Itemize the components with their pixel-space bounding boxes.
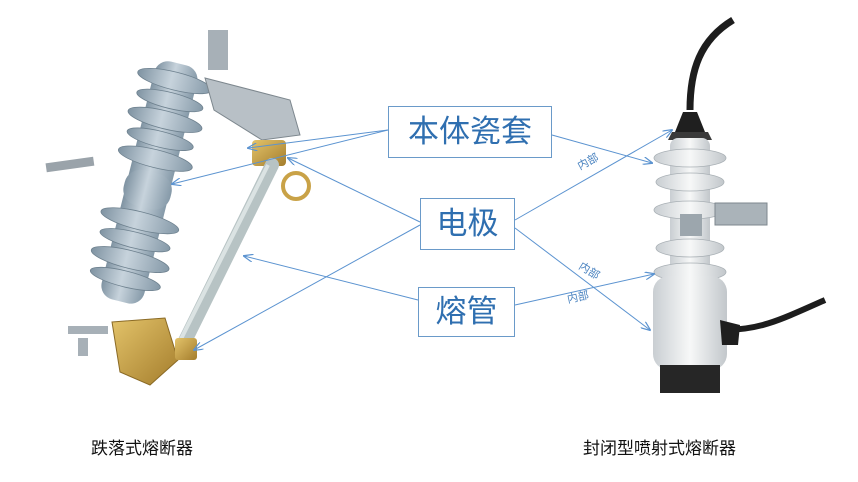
arrow-body-to-bracket-left — [248, 129, 389, 148]
arrow-electrode-to-bottom-contact — [194, 224, 421, 350]
dropout-fuse-illustration — [45, 30, 311, 386]
inner-note-2: 内部 — [576, 259, 602, 283]
leader-arrows — [172, 130, 672, 350]
arrow-body-to-porcelain-left — [172, 129, 389, 184]
caption-left: 跌落式熔断器 — [91, 439, 193, 459]
porcelain-sheds-lower — [89, 207, 180, 292]
arrow-electrode-to-right-bottom — [514, 227, 650, 330]
arrow-electrode-to-right-top — [514, 130, 672, 221]
label-electrode: 电极 — [420, 198, 515, 250]
arrow-fusetube-to-right-body — [514, 274, 654, 306]
inner-note-3: 内部 — [566, 288, 590, 306]
enclosed-jet-fuse-illustration — [653, 17, 827, 393]
inner-note-1: 内部 — [575, 150, 601, 173]
label-body-porcelain: 本体瓷套 — [388, 106, 552, 158]
caption-right: 封闭型喷射式熔断器 — [583, 439, 736, 459]
label-fuse-tube: 熔管 — [418, 287, 515, 337]
arrow-electrode-to-top-contact — [288, 158, 421, 223]
porcelain-sheds-upper — [117, 67, 213, 172]
arrow-fusetube-to-left-tube — [244, 256, 419, 301]
arrow-body-to-porcelain-right — [551, 134, 652, 163]
